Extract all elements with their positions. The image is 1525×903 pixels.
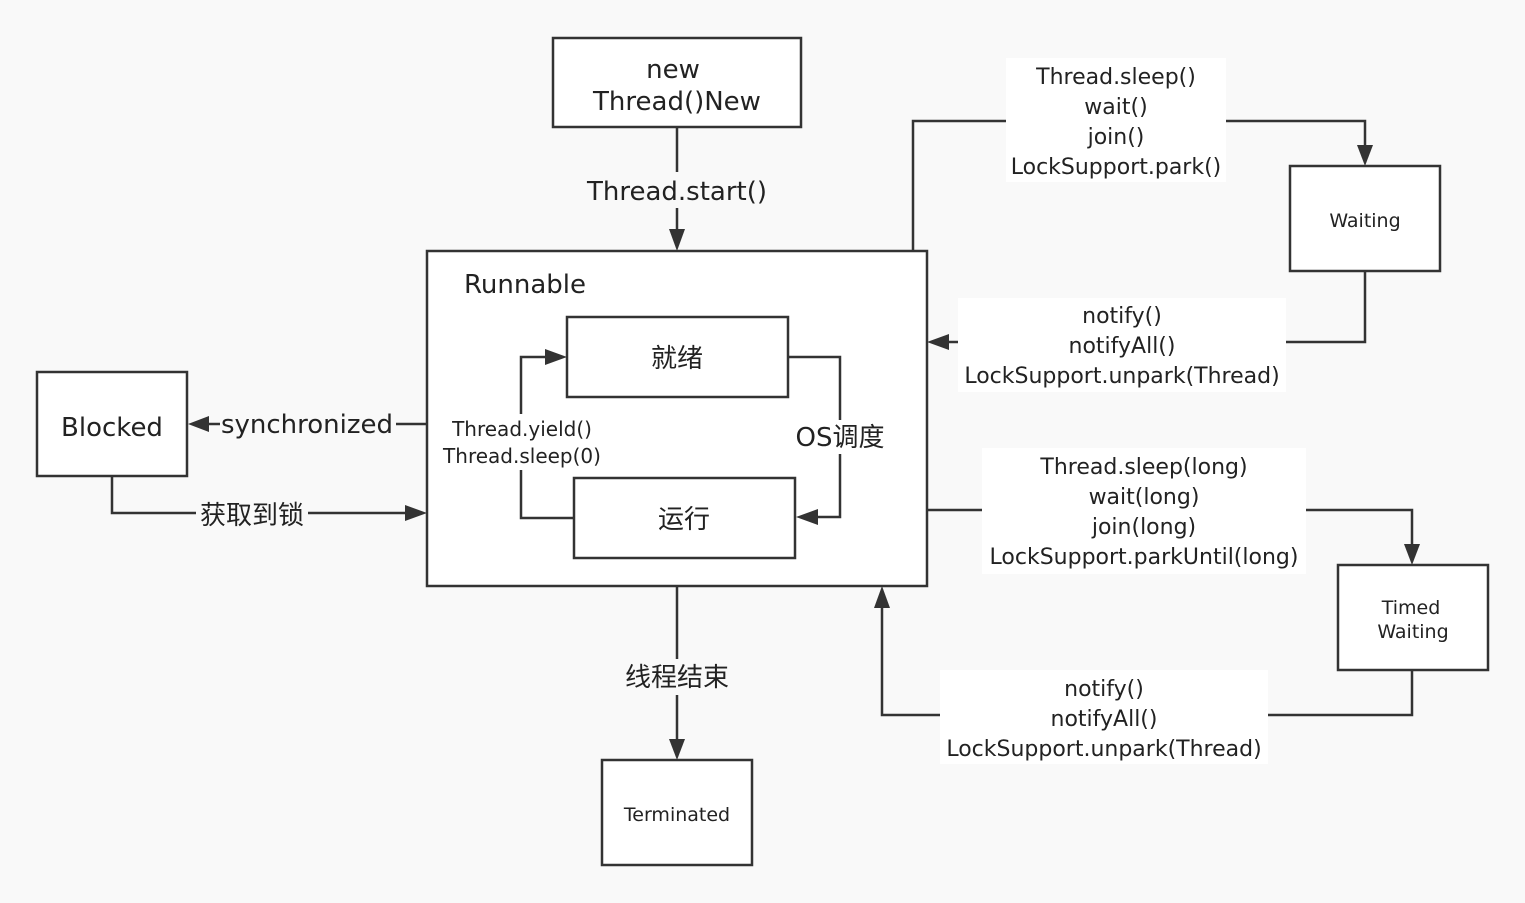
arrow-from-waiting — [927, 334, 949, 350]
state-runnable-title: Runnable — [464, 270, 586, 300]
arrow-start — [669, 229, 685, 251]
state-timed-waiting-line-1: Timed — [1381, 597, 1441, 619]
arrow-os-schedule — [796, 509, 818, 525]
edge-from-waiting-line-3: LockSupport.unpark(Thread) — [964, 364, 1279, 389]
state-waiting-label: Waiting — [1329, 210, 1400, 232]
arrow-to-waiting — [1357, 145, 1373, 166]
edge-to-waiting: Thread.sleep() wait() join() LockSupport… — [911, 58, 1373, 251]
state-waiting: Waiting — [1288, 164, 1442, 273]
arrow-acquire-lock — [405, 505, 427, 521]
state-terminated: Terminated — [600, 758, 754, 867]
edge-from-waiting-line-1: notify() — [1082, 304, 1162, 329]
edge-to-waiting-line-3: join() — [1087, 125, 1145, 150]
state-ready-label: 就绪 — [651, 344, 703, 374]
edge-yield-line-2: Thread.sleep(0) — [442, 444, 601, 468]
edge-from-timed-waiting-line-3: LockSupport.unpark(Thread) — [946, 737, 1261, 762]
edge-to-timed-waiting-line-3: join(long) — [1091, 515, 1196, 540]
edge-to-waiting-line-2: wait() — [1084, 95, 1147, 120]
edge-from-timed-waiting-line-1: notify() — [1064, 677, 1144, 702]
state-running-label: 运行 — [658, 505, 710, 535]
edge-from-waiting: notify() notifyAll() LockSupport.unpark(… — [927, 271, 1367, 392]
edge-from-timed-waiting-line-2: notifyAll() — [1051, 707, 1158, 732]
state-new-thread: new Thread()New — [551, 36, 803, 129]
edge-from-waiting-line-2: notifyAll() — [1069, 334, 1176, 359]
edge-to-waiting-line-4: LockSupport.park() — [1011, 155, 1222, 180]
arrow-to-timed-waiting — [1404, 544, 1420, 565]
edge-yield: Thread.yield() Thread.sleep(0) — [438, 349, 606, 520]
state-timed-waiting-line-2: Waiting — [1377, 621, 1448, 643]
edge-to-timed-waiting-line-4: LockSupport.parkUntil(long) — [990, 545, 1299, 570]
state-new-line-2: Thread()New — [592, 87, 761, 117]
edge-to-timed-waiting-line-1: Thread.sleep(long) — [1039, 455, 1247, 480]
edge-os-schedule: OS调度 — [788, 355, 888, 525]
edge-thread-end: 线程结束 — [620, 586, 734, 760]
state-new-line-1: new — [646, 55, 700, 85]
edge-to-waiting-line-1: Thread.sleep() — [1035, 65, 1196, 90]
edge-from-timed-waiting: notify() notifyAll() LockSupport.unpark(… — [874, 586, 1414, 764]
state-blocked-label: Blocked — [61, 413, 163, 443]
arrow-yield — [545, 349, 567, 365]
arrow-from-timed-waiting — [874, 586, 890, 608]
edge-synchronized-label: synchronized — [221, 410, 393, 440]
edge-to-timed-waiting-line-2: wait(long) — [1089, 485, 1200, 510]
edge-os-schedule-label: OS调度 — [796, 423, 885, 453]
edge-start: Thread.start() — [586, 127, 767, 251]
state-running: 运行 — [572, 476, 797, 560]
edge-start-label: Thread.start() — [586, 177, 767, 207]
edge-synchronized: synchronized — [188, 406, 427, 440]
state-terminated-label: Terminated — [623, 804, 730, 826]
state-blocked: Blocked — [35, 370, 189, 478]
edge-acquire-lock-label: 获取到锁 — [200, 501, 304, 531]
edge-acquire-lock: 获取到锁 — [110, 476, 427, 531]
edge-thread-end-label: 线程结束 — [625, 663, 729, 693]
state-ready: 就绪 — [565, 315, 790, 399]
state-timed-waiting: Timed Waiting — [1336, 563, 1490, 672]
arrow-thread-end — [669, 739, 685, 760]
arrow-synchronized — [188, 416, 209, 432]
edge-to-timed-waiting: Thread.sleep(long) wait(long) join(long)… — [927, 448, 1420, 574]
edge-yield-line-1: Thread.yield() — [451, 417, 592, 441]
